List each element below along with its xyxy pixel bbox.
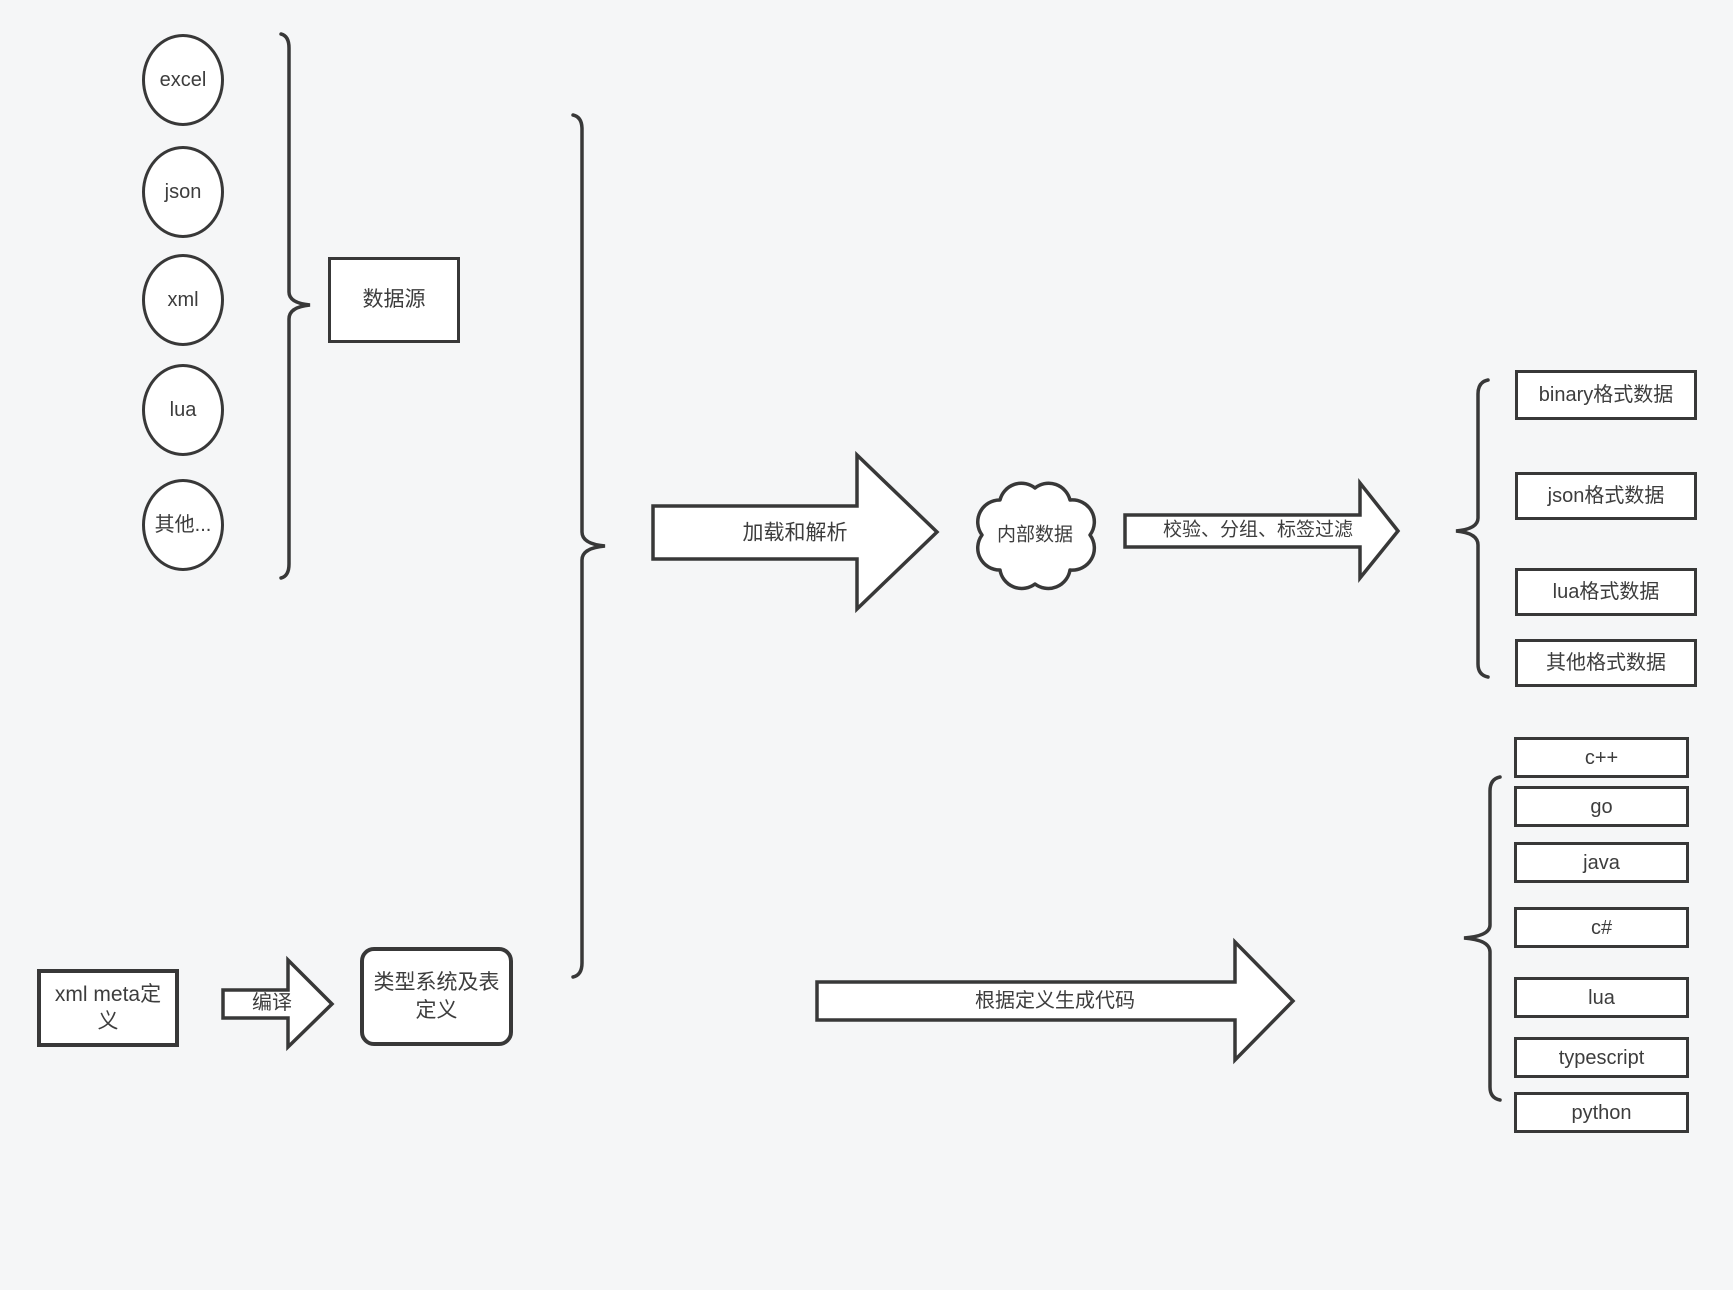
xml-meta-label: xml meta定义 [54, 982, 162, 1033]
format-box-label: binary格式数据 [1538, 384, 1674, 406]
language-box: c# [1514, 907, 1689, 948]
sources-brace [279, 32, 311, 580]
source-ellipse: json [142, 146, 224, 238]
formats-brace [1455, 378, 1490, 679]
language-box: typescript [1514, 1037, 1689, 1078]
data-source-group-label: 数据源 [362, 288, 426, 312]
language-box-label: lua [1588, 986, 1615, 1009]
codegen-arrow-label: 根据定义生成代码 [975, 990, 1135, 1012]
compile-arrow [221, 955, 335, 1052]
source-ellipse: xml [142, 254, 224, 346]
language-box-label: c++ [1584, 746, 1619, 769]
format-box-label: lua格式数据 [1552, 581, 1660, 603]
language-box: lua [1514, 977, 1689, 1018]
codegen-arrow [815, 937, 1296, 1065]
load-parse-arrow [651, 450, 940, 614]
source-ellipse-label: lua [169, 399, 197, 421]
internal-data-cloud [976, 481, 1097, 591]
language-box: c++ [1514, 737, 1689, 778]
format-box: lua格式数据 [1515, 568, 1697, 616]
source-ellipse: lua [142, 364, 224, 456]
compile-arrow-label: 编译 [252, 992, 292, 1014]
internal-data-cloud-label: 内部数据 [996, 524, 1074, 546]
format-box-label: json格式数据 [1547, 485, 1665, 507]
source-ellipse-label: excel [159, 69, 207, 91]
language-box-label: python [1571, 1101, 1632, 1124]
language-box-label: go [1590, 795, 1613, 818]
type-system-box: 类型系统及表定义 [360, 947, 513, 1046]
pipeline-brace [571, 113, 606, 979]
language-box-label: c# [1590, 916, 1613, 939]
source-ellipse-label: 其他... [154, 514, 212, 536]
source-ellipse: excel [142, 34, 224, 126]
source-ellipse: 其他... [142, 479, 224, 571]
format-box: json格式数据 [1515, 472, 1697, 520]
language-box-label: java [1583, 851, 1620, 874]
source-ellipse-label: xml [167, 289, 199, 311]
data-source-group-box: 数据源 [328, 257, 460, 343]
language-box: java [1514, 842, 1689, 883]
filter-arrow-label: 校验、分组、标签过滤 [1162, 519, 1354, 541]
format-box-label: 其他格式数据 [1546, 652, 1666, 674]
type-system-label: 类型系统及表定义 [373, 971, 500, 1022]
filter-arrow [1123, 477, 1401, 583]
language-box: python [1514, 1092, 1689, 1133]
load-parse-arrow-label: 加载和解析 [742, 521, 848, 545]
format-box: 其他格式数据 [1515, 639, 1697, 687]
language-box-label: typescript [1558, 1046, 1645, 1069]
source-ellipse-label: json [164, 181, 202, 203]
xml-meta-box: xml meta定义 [37, 969, 179, 1047]
languages-brace [1463, 775, 1502, 1102]
language-box: go [1514, 786, 1689, 827]
format-box: binary格式数据 [1515, 370, 1697, 420]
